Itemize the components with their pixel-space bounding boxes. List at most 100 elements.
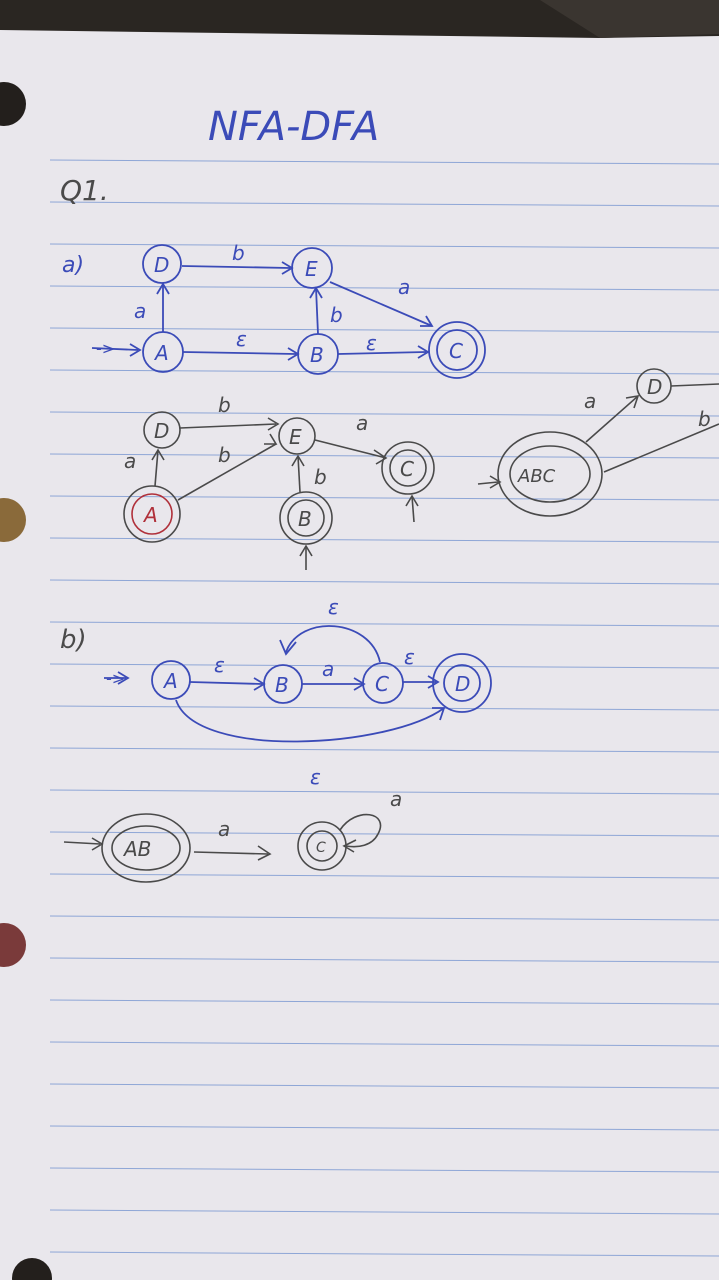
edge-label-a-d: a [134, 299, 146, 323]
closure-label-a-d: a [124, 449, 136, 473]
arrowhead [405, 494, 419, 507]
arrowhead [342, 839, 357, 853]
arrowhead [287, 347, 300, 361]
state-d-label: D [154, 253, 169, 277]
ruled-line [49, 873, 719, 879]
closure-edge-e-c [314, 439, 387, 459]
closure-state-a-outer [123, 485, 181, 543]
state-d-outer [432, 653, 492, 713]
page-title: NFA-DFA [208, 104, 379, 150]
ruled-line [49, 1209, 719, 1215]
edge-a-b [182, 351, 297, 355]
arrowhead [281, 261, 294, 275]
part-b-nfa [104, 625, 492, 743]
dfa-state-d-label: D [647, 375, 662, 399]
part-b-label: b) [60, 625, 87, 655]
arrowhead [264, 433, 278, 445]
ruled-line [49, 957, 719, 963]
ruled-line [49, 327, 719, 333]
ruled-line [49, 831, 719, 837]
ruled-line [49, 1083, 719, 1089]
ruled-line [49, 747, 719, 753]
state-b-label: B [275, 673, 289, 697]
state-c-inner [436, 329, 478, 371]
closure-label-e-c: a [356, 411, 368, 435]
arrowhead [291, 454, 305, 467]
ruled-line [49, 537, 719, 543]
arrowhead [489, 475, 502, 489]
dfa-loop-c [339, 813, 382, 848]
closure-state-e [278, 417, 316, 455]
binder-hole [12, 1258, 52, 1280]
arrowhead [353, 677, 366, 691]
dfa-state-ab-inner [111, 825, 181, 871]
dfa-state-c-label: C [316, 840, 326, 856]
dfa-state-c-inner [306, 830, 338, 862]
ruled-line [49, 1125, 719, 1131]
ruled-line [49, 1167, 719, 1173]
closure-edge-a-e [177, 443, 277, 501]
part-b-dfa [63, 813, 382, 883]
ruled-line [49, 159, 719, 165]
ruled-line [49, 915, 719, 921]
closure-start-c [411, 495, 415, 523]
dfa-state-abc-inner [509, 445, 591, 503]
ruled-line [49, 621, 719, 627]
closure-edge-b-e [297, 455, 301, 493]
closure-state-b-outer [279, 491, 333, 545]
edge-label-a-b: ε [214, 653, 225, 677]
edge-label-a-d: ε [310, 765, 321, 789]
binder-hole [0, 498, 26, 542]
edge-label-c-d: ε [404, 645, 415, 669]
arrowhead [373, 449, 388, 465]
dfa-state-ab-label: AB [122, 837, 151, 861]
part-a-closures [123, 411, 435, 570]
arrowhead [151, 448, 165, 461]
dfa-label-ab-c: a [218, 817, 230, 841]
arrowhead [156, 282, 170, 295]
state-b-label: B [310, 343, 324, 367]
ruled-line [49, 663, 719, 669]
closure-state-a-inner [131, 493, 173, 535]
ruled-line [49, 1041, 719, 1047]
arrowhead [420, 315, 434, 327]
edge-label-c-b: ε [328, 595, 339, 619]
part-a-label: a) [62, 253, 84, 278]
dfa-state-abc-outer [497, 431, 603, 517]
dfa-start-edge [477, 481, 499, 485]
dfa-start-edge [63, 841, 101, 845]
state-d-label: D [455, 672, 470, 696]
part-a-dfa [477, 368, 719, 517]
closure-state-c-outer [381, 441, 435, 495]
arrowhead [253, 677, 266, 691]
dfa-edge-abc-d [585, 395, 639, 443]
closure-state-d-label: D [154, 419, 169, 443]
closure-label-a-e: b [218, 443, 231, 467]
edge-arrowhead [309, 286, 323, 299]
edge-c-b [285, 625, 381, 663]
state-a-label: A [162, 669, 178, 693]
dfa-state-ab-outer [101, 813, 191, 883]
arrowhead [117, 671, 130, 685]
edge-label-a-b: ε [236, 327, 247, 351]
ruled-line [49, 1251, 719, 1257]
desk-corner [540, 0, 719, 38]
binder-hole [0, 82, 26, 126]
question-label: Q1. [60, 174, 109, 207]
state-e-label: E [305, 257, 318, 281]
state-c-label: C [449, 339, 463, 363]
dfa-label-abc-d: a [584, 389, 596, 413]
ruled-line [49, 369, 719, 375]
arrowhead [91, 837, 104, 851]
closure-edge-a-d [154, 449, 159, 487]
state-c-label: C [375, 672, 389, 696]
state-d [142, 244, 182, 284]
closure-state-c-inner [389, 449, 427, 487]
ruled-line [49, 201, 719, 207]
arrowhead [417, 345, 430, 359]
edge-e-c [329, 281, 433, 327]
state-c-outer [428, 321, 486, 379]
ruled-line [49, 579, 719, 585]
